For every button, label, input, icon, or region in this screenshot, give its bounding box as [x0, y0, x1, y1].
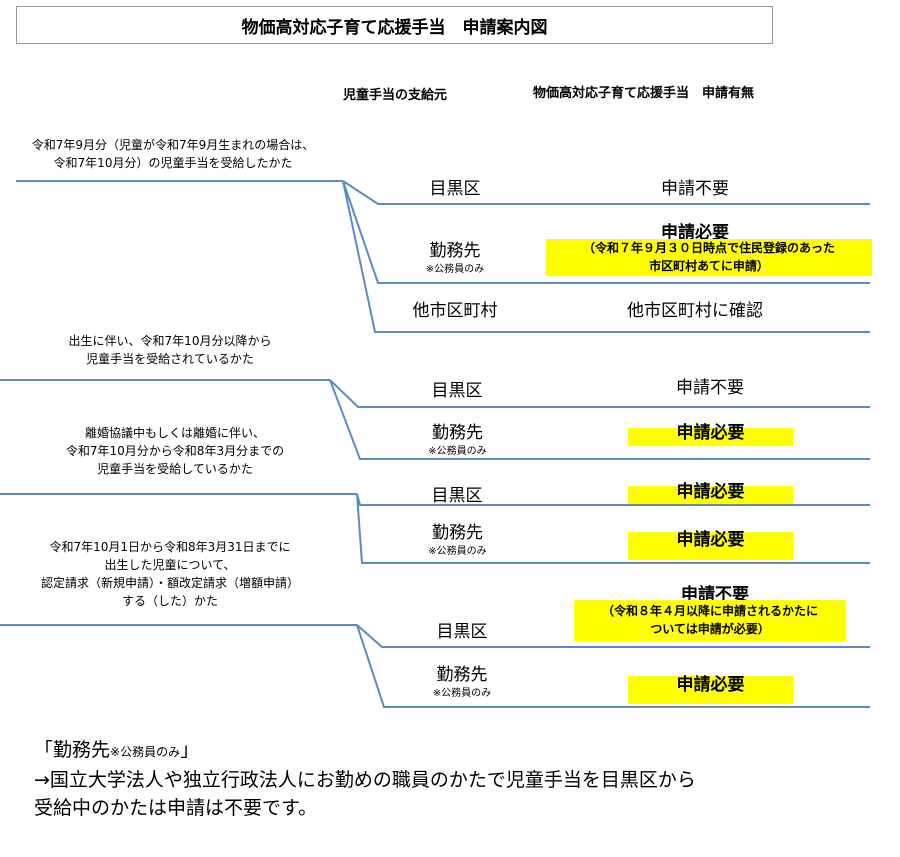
- highlight-bar: [628, 486, 793, 504]
- branch-line: [329, 379, 870, 408]
- branch-line: [356, 493, 870, 564]
- branch-line: [342, 180, 870, 205]
- condition-4: 令和7年10月1日から令和8年3月31日までに 出生した児童について、 認定請求…: [10, 538, 330, 610]
- condition-line: 児童手当を受給されているかた: [86, 352, 254, 366]
- dest-meguro: 目黒区: [431, 486, 483, 506]
- detail-line: （令和７年９月３０日時点で住民登録のあった: [582, 241, 835, 255]
- dest-other-municipality: 他市区町村: [412, 301, 498, 321]
- condition-line: 出生した児童について、: [104, 558, 236, 572]
- civil-servant-note: ※公務員のみ: [425, 264, 485, 275]
- condition-line: 出生に伴い、令和7年10月分以降から: [68, 334, 272, 348]
- civil-servant-note: ※公務員のみ: [428, 546, 487, 557]
- answer-required: 申請必要: [676, 482, 745, 502]
- footer-civil-servant-note: ※公務員のみ: [110, 745, 181, 759]
- branch-line: [342, 180, 870, 333]
- column-header-apply: 物価高対応子育て応援手当 申請有無: [533, 86, 755, 101]
- highlight-bar: [628, 428, 793, 446]
- condition-line: 児童手当を受給しているかた: [97, 462, 253, 476]
- dest-workplace: 勤務先: [429, 241, 481, 261]
- condition-line: 認定請求（新規申請）・額改定請求（増額申請）: [40, 576, 299, 590]
- highlight-bar: [628, 532, 793, 560]
- answer-not-required: 申請不要: [676, 378, 744, 398]
- condition-line: 離婚協議中もしくは離婚に伴い、: [84, 426, 265, 440]
- detail-line: 市区町村あてに申請）: [649, 259, 769, 273]
- condition-line: 令和7年10月分から令和8年3月分までの: [65, 444, 285, 458]
- answer-not-required: 申請不要: [661, 179, 729, 199]
- dest-meguro: 目黒区: [436, 622, 488, 642]
- answer-detail-highlight: （令和８年４月以降に申請されるかたに ついては申請が必要）: [574, 600, 846, 641]
- condition-3: 離婚協議中もしくは離婚に伴い、 令和7年10月分から令和8年3月分までの 児童手…: [10, 424, 340, 478]
- footer-line-1: 「勤務先※公務員のみ」: [34, 736, 696, 766]
- detail-line: （令和８年４月以降に申請されるかたに: [601, 604, 818, 618]
- highlight-bar: [628, 676, 793, 704]
- diagram-title: 物価高対応子育て応援手当 申請案内図: [16, 6, 773, 44]
- footer-note: 「勤務先※公務員のみ」 →国立大学法人や独立行政法人にお勤めの職員のかたで児童手…: [34, 736, 696, 822]
- dest-meguro: 目黒区: [431, 381, 483, 401]
- condition-line: 令和7年10月分）の児童手当を受給したかた: [53, 156, 293, 170]
- answer-required: 申請必要: [676, 675, 745, 695]
- answer-required: 申請必要: [676, 530, 745, 550]
- footer-close-bracket: 」: [180, 739, 200, 761]
- answer-check-other: 他市区町村に確認: [627, 301, 763, 321]
- branch-line: [356, 624, 870, 708]
- condition-line: 令和7年9月分（児童が令和7年9月生まれの場合は、: [31, 138, 315, 152]
- footer-workplace-label: 「勤務先: [34, 739, 111, 761]
- civil-servant-note: ※公務員のみ: [432, 688, 492, 699]
- dest-workplace: 勤務先: [432, 523, 483, 543]
- dest-meguro: 目黒区: [429, 179, 481, 199]
- dest-workplace: 勤務先: [436, 665, 488, 685]
- branch-line: [356, 624, 870, 648]
- civil-servant-note: ※公務員のみ: [428, 446, 487, 457]
- condition-1: 令和7年9月分（児童が令和7年9月生まれの場合は、 令和7年10月分）の児童手当…: [8, 136, 338, 172]
- condition-line: する（した）かた: [121, 594, 218, 608]
- answer-required: 申請必要: [661, 223, 729, 243]
- column-header-source: 児童手当の支給元: [343, 88, 448, 103]
- condition-line: 令和7年10月1日から令和8年3月31日までに: [49, 540, 291, 554]
- answer-detail-highlight: （令和７年９月３０日時点で住民登録のあった 市区町村あてに申請）: [546, 239, 872, 276]
- answer-required: 申請必要: [676, 423, 745, 443]
- detail-line: ついては申請が必要）: [650, 622, 770, 636]
- footer-line-2: →国立大学法人や独立行政法人にお勤めの職員のかたで児童手当を目黒区から: [34, 769, 696, 791]
- footer-line-3: 受給中のかたは申請は不要です。: [34, 797, 318, 819]
- branch-line: [342, 180, 870, 284]
- condition-2: 出生に伴い、令和7年10月分以降から 児童手当を受給されているかた: [10, 332, 330, 368]
- branch-line: [329, 379, 870, 460]
- dest-workplace: 勤務先: [432, 423, 483, 443]
